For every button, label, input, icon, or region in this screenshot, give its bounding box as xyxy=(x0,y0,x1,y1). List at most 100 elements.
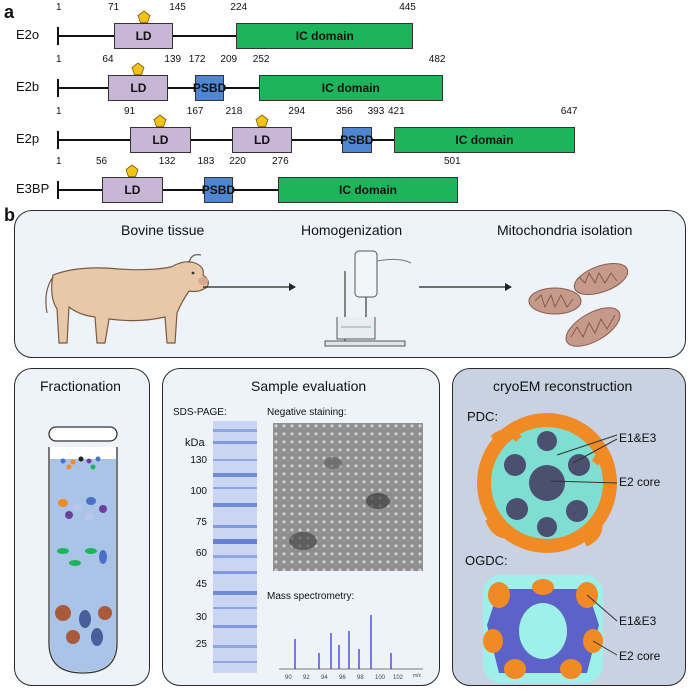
end-residue: 445 xyxy=(399,2,416,13)
ms-tick: 96 xyxy=(339,675,346,681)
ogdc-e2-core-label: E2 core xyxy=(619,649,661,663)
ms-tick: 92 xyxy=(303,675,310,681)
domain-label: LD xyxy=(253,133,270,147)
backbone-line xyxy=(58,87,443,89)
ladder-label: 100 xyxy=(190,486,207,497)
negative-staining-micrograph xyxy=(273,423,423,571)
ld-domain-box: LD xyxy=(114,23,174,49)
sds-page-label: SDS-PAGE: xyxy=(173,407,227,418)
psbd-domain-box: PSBD xyxy=(201,177,236,203)
fractionation-card: Fractionation xyxy=(14,368,150,686)
ladder-label: 130 xyxy=(190,455,207,466)
ladder-label: 60 xyxy=(195,548,207,559)
domain-label: LD xyxy=(130,81,147,95)
protein-name: E2b xyxy=(16,79,40,94)
panel-a-letter: a xyxy=(4,2,15,22)
backbone-line xyxy=(58,139,575,141)
domain-end-residue: 132 xyxy=(158,156,176,167)
cryoem-maps xyxy=(477,413,618,683)
protein-name: E3BP xyxy=(16,181,50,196)
ladder-label: 30 xyxy=(195,612,207,623)
protein-name: E2p xyxy=(16,131,40,146)
ld-domain-box: LD xyxy=(130,127,191,153)
ladder-label: 75 xyxy=(195,517,207,528)
sds-page-gel xyxy=(213,421,257,673)
ms-tick: 94 xyxy=(321,675,328,681)
start-tick xyxy=(57,181,59,199)
domain-end-residue: 145 xyxy=(169,2,186,13)
domain-label: LD xyxy=(152,133,169,147)
lipoyl-pentagon-icon xyxy=(131,62,145,75)
ms-unit: m/z xyxy=(413,673,422,679)
ms-tick: 102 xyxy=(393,675,404,681)
pdc-e2-core-label: E2 core xyxy=(619,475,661,489)
domain-start-residue: 71 xyxy=(108,2,120,13)
domain-label: PSBD xyxy=(340,133,374,147)
backbone-line xyxy=(58,35,414,37)
ms-tick: 90 xyxy=(285,675,292,681)
domain-label: IC domain xyxy=(455,133,514,147)
homogenizer-illustration xyxy=(324,250,412,347)
sample-evaluation-title: Sample evaluation xyxy=(251,378,367,394)
domain-end-residue: 393 xyxy=(367,106,385,117)
panel-b-letter: b xyxy=(4,205,15,225)
domain-end-residue: 209 xyxy=(220,54,238,65)
mitochondria-illustration xyxy=(528,262,629,347)
step-homogenization: Homogenization xyxy=(301,222,403,238)
domain-start-residue: 356 xyxy=(336,106,353,117)
ic-domain-box: IC domain xyxy=(258,75,443,101)
domain-start-residue: 252 xyxy=(252,54,270,65)
start-residue: 1 xyxy=(56,106,62,117)
domain-start-residue: 276 xyxy=(272,156,289,167)
domain-label: IC domain xyxy=(338,183,397,197)
end-residue: 647 xyxy=(560,106,578,117)
arrow-icon xyxy=(203,283,296,291)
ic-domain-box: IC domain xyxy=(278,177,458,203)
start-tick xyxy=(57,27,59,45)
step-bovine-tissue: Bovine tissue xyxy=(121,222,205,238)
domain-start-residue: 64 xyxy=(102,54,114,65)
domain-start-residue: 224 xyxy=(230,2,248,13)
lipoyl-pentagon-icon xyxy=(153,114,167,127)
ladder-label: 45 xyxy=(195,579,207,590)
lipoyl-pentagon-icon xyxy=(137,10,151,23)
ms-tick: 100 xyxy=(375,675,386,681)
fractionation-title: Fractionation xyxy=(40,378,121,394)
psbd-domain-box: PSBD xyxy=(340,127,374,153)
cryoem-card: cryoEM reconstruction PDC: OGDC: E1&E3 E… xyxy=(452,368,686,686)
mass-spectrum-plot: 90 92 94 96 98 100 102 m/z xyxy=(279,615,423,681)
domain-label: PSBD xyxy=(201,183,236,197)
kda-label: kDa xyxy=(185,437,205,449)
ladder-labels: 130 100 75 60 45 30 25 xyxy=(163,455,207,655)
domain-start-residue: 172 xyxy=(188,54,206,65)
workflow-card: Bovine tissue Homogenization Mitochondri… xyxy=(14,210,686,358)
domain-end-residue: 220 xyxy=(229,156,246,167)
ld-domain-box: LD xyxy=(108,75,169,101)
ld-domain-box: LD xyxy=(231,127,293,153)
lipoyl-pentagon-icon xyxy=(125,164,139,177)
start-residue: 1 xyxy=(56,2,62,13)
ladder-label: 25 xyxy=(195,639,207,650)
domain-start-residue: 183 xyxy=(197,156,215,167)
start-tick xyxy=(57,131,59,149)
sample-evaluation-card: Sample evaluation SDS-PAGE: kDa 130 100 … xyxy=(162,368,440,686)
end-residue: 501 xyxy=(444,156,461,167)
ld-domain-box: LD xyxy=(102,177,163,203)
centrifuge-tube-illustration xyxy=(48,426,118,674)
mass-spectrometry-label: Mass spectrometry: xyxy=(267,591,355,602)
ogdc-label: OGDC: xyxy=(465,553,508,568)
pdc-e1e3-label: E1&E3 xyxy=(619,431,657,445)
arrow-icon xyxy=(419,283,512,291)
negative-staining-label: Negative staining: xyxy=(267,407,347,418)
domain-start-residue: 421 xyxy=(388,106,405,117)
domain-label: IC domain xyxy=(295,29,354,43)
step-mitochondria-isolation: Mitochondria isolation xyxy=(497,222,633,238)
ic-domain-box: IC domain xyxy=(394,127,575,153)
domain-end-residue: 139 xyxy=(164,54,182,65)
ogdc-e1e3-label: E1&E3 xyxy=(619,614,657,628)
cryoem-title: cryoEM reconstruction xyxy=(493,378,633,394)
domain-label: IC domain xyxy=(321,81,380,95)
protein-name: E2o xyxy=(16,27,40,42)
domain-label: LD xyxy=(135,29,152,43)
domain-start-residue: 218 xyxy=(225,106,243,117)
